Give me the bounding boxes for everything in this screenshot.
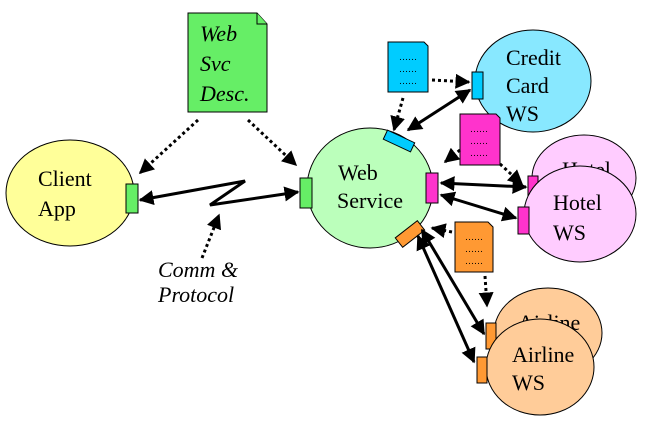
credit-card-port: [471, 71, 484, 100]
doc-dots: ……: [470, 124, 488, 134]
web-service-label-2: Service: [337, 188, 403, 213]
credit-label-3: WS: [506, 101, 539, 126]
annotation-line-2: Protocol: [157, 282, 234, 307]
web-service-label-1: Web: [338, 160, 378, 185]
credit-label-1: Credit: [506, 45, 561, 70]
comm-link-arrow: [138, 179, 300, 207]
airline-label-1: Airline: [512, 342, 574, 367]
hotel-port: [517, 206, 530, 235]
credit-label-2: Card: [506, 73, 549, 98]
hotel-doc-to-ws-arrow: [443, 147, 461, 164]
doc-dots: ……: [465, 232, 483, 242]
hotel-label-1: Hotel: [553, 190, 602, 215]
web-service-credit-port: [382, 129, 416, 153]
wsdl-label-1: Web: [200, 21, 237, 46]
credit-doc-to-credit-arrow: [431, 73, 471, 89]
wsdl-to-web-service-arrow: [246, 118, 298, 167]
hotel-label-2: WS: [553, 220, 586, 245]
doc-dots: ……: [399, 76, 417, 86]
protocol-annotation-arrow: [200, 213, 222, 259]
wsdl-label-3: Desc.: [199, 81, 249, 106]
web-service-description-document[interactable]: Web Svc Desc.: [187, 12, 268, 113]
doc-dots: ……: [470, 136, 488, 146]
doc-dots: ……: [399, 64, 417, 74]
client-app-label-2: App: [38, 196, 76, 221]
credit-link-arrow: [406, 88, 472, 132]
hotel-back-link-arrow: [439, 176, 528, 194]
web-service-airline-port: [394, 219, 426, 249]
airline-label-2: WS: [512, 370, 545, 395]
doc-dots: ……: [465, 256, 483, 266]
credit-card-ws-node[interactable]: Credit Card WS: [474, 29, 592, 133]
annotation-line-1: Comm &: [158, 257, 239, 282]
doc-dots: ……: [470, 148, 488, 158]
comm-protocol-annotation: Comm & Protocol: [157, 257, 239, 307]
web-service-client-port: [299, 177, 313, 209]
web-service-hotel-port: [425, 172, 439, 204]
airline-port: [476, 356, 488, 384]
airline-doc-to-airline-arrow: [478, 275, 494, 308]
credit-doc-to-ws-arrow: [390, 97, 405, 132]
airline-ws-node[interactable]: Airline WS: [485, 318, 595, 416]
airline-description-document[interactable]: …… …… ……: [454, 221, 494, 273]
hotel-description-document[interactable]: …… …… ……: [459, 113, 501, 166]
client-app-label-1: Client: [38, 166, 92, 191]
airline-link-arrow: [416, 234, 476, 364]
doc-dots: ……: [399, 52, 417, 62]
credit-card-description-document[interactable]: …… …… ……: [387, 41, 429, 93]
client-app-node[interactable]: Client App: [5, 139, 135, 247]
hotel-ws-node[interactable]: Hotel WS: [523, 165, 637, 263]
wsdl-to-client-arrow: [138, 118, 200, 175]
airline-doc-to-ws-arrow: [430, 223, 453, 239]
hotel-link-arrow: [439, 191, 518, 222]
doc-dots: ……: [465, 244, 483, 254]
wsdl-label-2: Svc: [200, 51, 231, 76]
hotel-doc-to-hotel-arrow: [498, 162, 524, 186]
web-service-node[interactable]: Web Service: [306, 127, 434, 249]
client-port: [125, 183, 139, 214]
